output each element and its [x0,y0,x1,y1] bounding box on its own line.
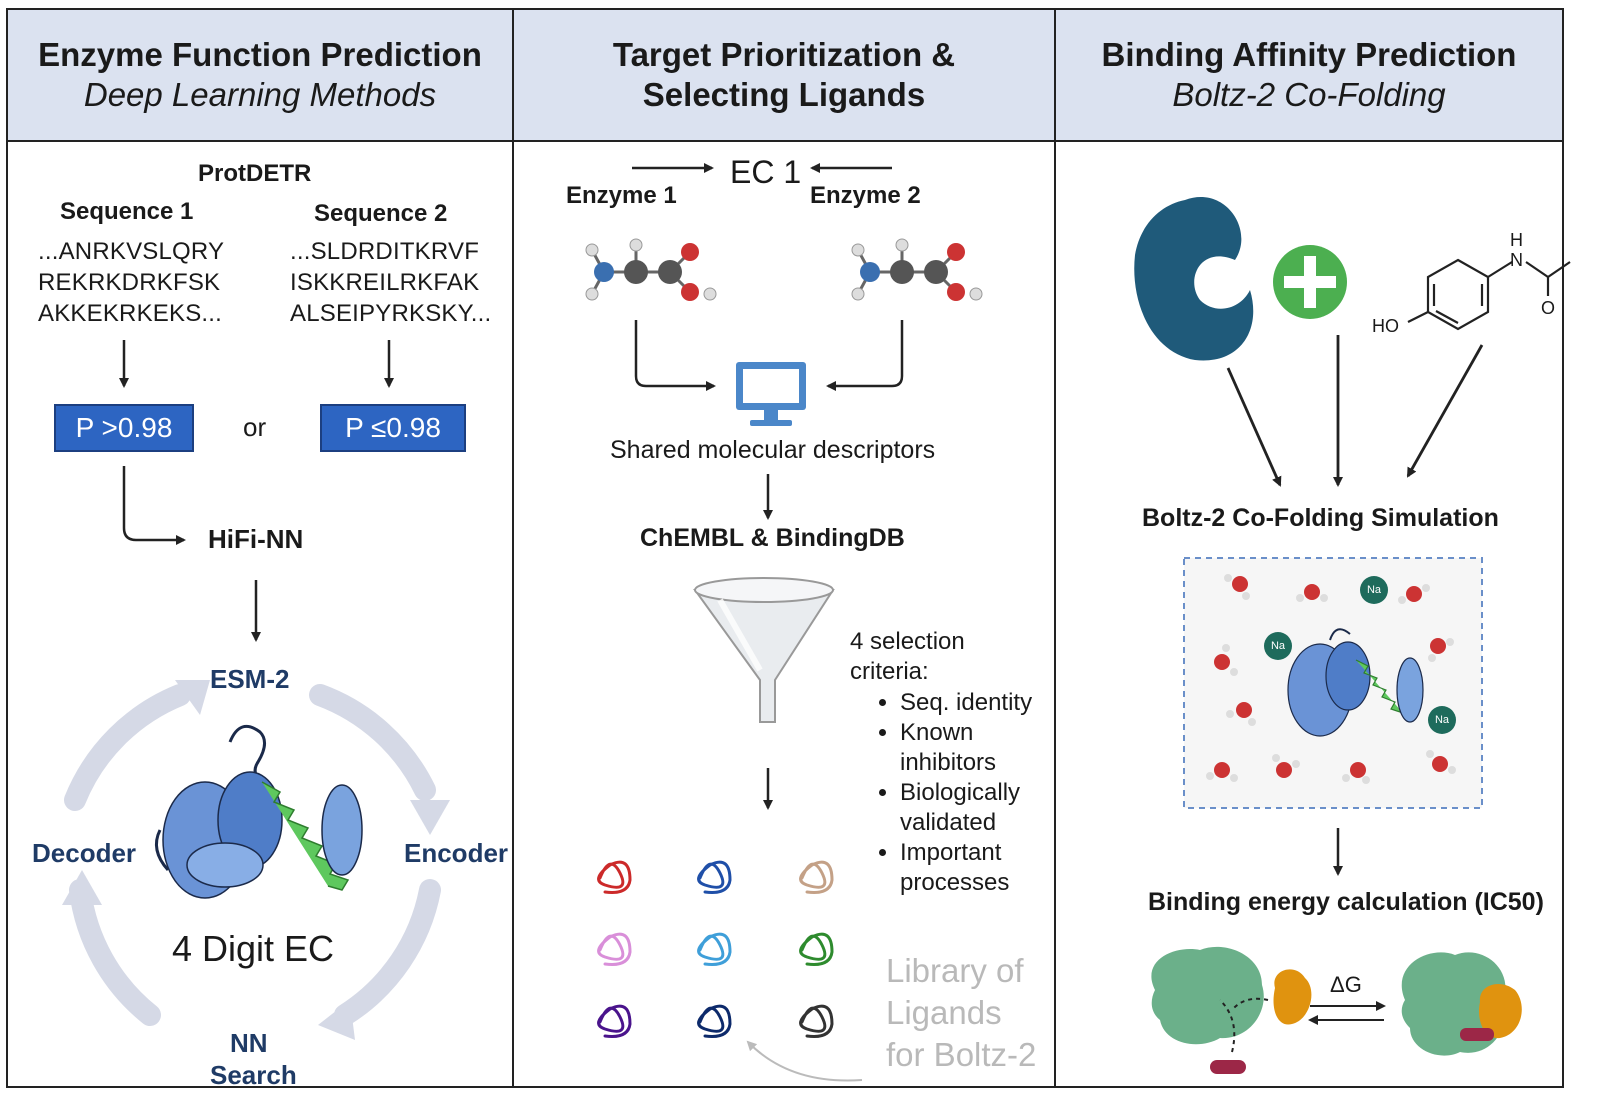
criteria-header-line-2: criteria: [850,658,929,685]
panel-2-title-line-1: Target Prioritization & [612,36,956,73]
ligand-structure-icon [1407,258,1571,331]
panel-1-title: Enzyme Function Prediction [38,36,482,73]
criteria-text: Important [900,839,1002,866]
sequence-1-line-3: AKKEKRKEKS... [38,300,223,327]
protein-structure-icon [154,724,363,899]
sequence-2-line-3: ALSEIPYRKSKY... [290,300,492,327]
energy-label: Binding energy calculation (IC50) [1148,888,1544,916]
criteria-text: processes [900,869,1010,896]
sim-protein-icon [1287,628,1424,737]
sodium-ion-3: Na [1428,706,1456,734]
molecule-2-icon [851,238,983,301]
sequence-1-line-1: ...ANRKVSLQRY [38,238,225,265]
criteria-item: Biologically validated [900,778,1032,838]
criteria-item: Seq. identity [900,688,1032,718]
sequence-2-line-1: ...SLDRDITKRVF [290,238,480,265]
cycle-nn-label: NN [230,1028,268,1058]
arrow-to-hifi [122,466,186,545]
sequence-1-label: Sequence 1 [60,198,194,225]
cycle-decoder-label: Decoder [32,838,137,868]
model-protdetr: ProtDETR [198,160,312,187]
shared-descriptors-label: Shared molecular descriptors [610,436,936,464]
sequence-2-line-2: ISKKREILRKFAK [290,269,480,296]
enzyme-1-label: Enzyme 1 [566,182,677,209]
header-binding-affinity: Binding Affinity Prediction Boltz-2 Co-F… [1054,8,1564,142]
probability-high-box: P >0.98 [54,404,194,452]
arrow-ligand-to-sim [1406,344,1484,478]
delta-g-label: ΔG [1330,972,1362,997]
protein-receptor-icon [1134,197,1254,361]
criteria-header-line-1: 4 selection [850,628,965,655]
panel-3-subtitle: Boltz-2 Co-Folding [1172,76,1446,113]
funnel-icon [693,577,835,723]
databases-label: ChEMBL & BindingDB [640,524,905,552]
atom-h-label: H [1510,230,1523,250]
arrow-mol2-to-computer [826,320,904,391]
cycle-arrowheads [62,680,450,1040]
sequence-2-label: Sequence 2 [314,200,448,227]
cycle-esm2-label: ESM-2 [210,664,290,694]
or-label: or [243,412,267,442]
criteria-list: Seq. identity Known inhibitors Biological… [850,688,1032,898]
ligand-library-icon [597,860,834,1038]
criteria-text: inhibitors [900,749,997,776]
criteria-text: Seq. identity [900,689,1033,716]
panel-3-title: Binding Affinity Prediction [1101,36,1517,73]
arrow-receptor-to-sim [1226,367,1282,487]
cycle-arrows [64,684,441,1026]
hifi-nn-label: HiFi-NN [208,524,304,554]
cycle-search-label: Search [210,1060,297,1090]
header-target-prioritization: Target Prioritization & Selecting Ligand… [512,8,1056,142]
sodium-ion-1: Na [1360,576,1388,604]
criteria-item: Known inhibitors [900,718,1032,778]
probability-low-box: P ≤0.98 [320,404,466,452]
cycle-encoder-label: Encoder [404,838,509,868]
panel-1-subtitle: Deep Learning Methods [83,76,437,113]
arrow-library-label [746,1040,863,1082]
atom-o-label: O [1541,298,1556,318]
library-label-line-3: for Boltz-2 [886,1036,1037,1073]
enzyme-2-label: Enzyme 2 [810,182,921,209]
water-molecules [1206,574,1456,784]
arrow-mol1-to-computer [634,320,716,391]
atom-ho-label: HO [1372,316,1399,336]
plus-icon [1273,245,1347,319]
sequence-1-line-2: REKRKDRKFSK [38,269,221,296]
criteria-item: Important processes [900,838,1032,898]
binding-unbound-icon [1151,946,1312,1074]
criteria-text: Known [900,719,974,746]
criteria-text: validated [900,809,997,836]
sodium-ion-2: Na [1264,632,1292,660]
simulation-label: Boltz-2 Co-Folding Simulation [1142,504,1499,532]
panel-2-title-line-2: Selecting Ligands [642,76,926,113]
library-label-line-1: Library of [886,952,1024,989]
computer-icon [736,362,806,426]
criteria-text: Biologically [900,779,1021,806]
library-label-line-2: Ligands [886,994,1002,1031]
header-enzyme-function: Enzyme Function Prediction Deep Learning… [6,8,514,142]
binding-bound-icon [1401,952,1522,1056]
four-digit-ec-label: 4 Digit EC [172,928,335,969]
ec-1-label: EC 1 [730,154,802,190]
atom-n-label: N [1510,250,1523,270]
molecule-1-icon [585,238,717,301]
